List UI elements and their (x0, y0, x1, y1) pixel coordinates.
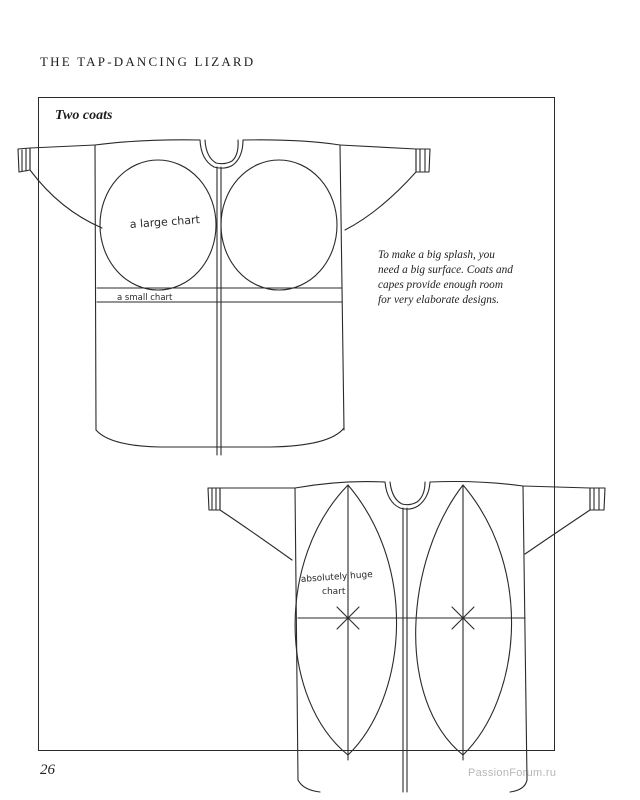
page-number: 26 (40, 762, 55, 778)
figure-frame (38, 97, 555, 751)
figure-caption: To make a big splash, you need a big sur… (378, 249, 513, 306)
watermark: PassionForum.ru (468, 767, 557, 779)
huge-chart-label-line1: absolutely huge (301, 570, 374, 585)
small-chart-label: a small chart (117, 293, 173, 303)
coat-one-drawing (17, 139, 431, 456)
huge-chart-label-line2: chart (322, 587, 346, 597)
running-header: THE TAP-DANCING LIZARD (40, 54, 256, 69)
coat-two-drawing (207, 480, 606, 793)
figure-title: Two coats (55, 108, 113, 123)
large-chart-label: a large chart (129, 213, 201, 231)
